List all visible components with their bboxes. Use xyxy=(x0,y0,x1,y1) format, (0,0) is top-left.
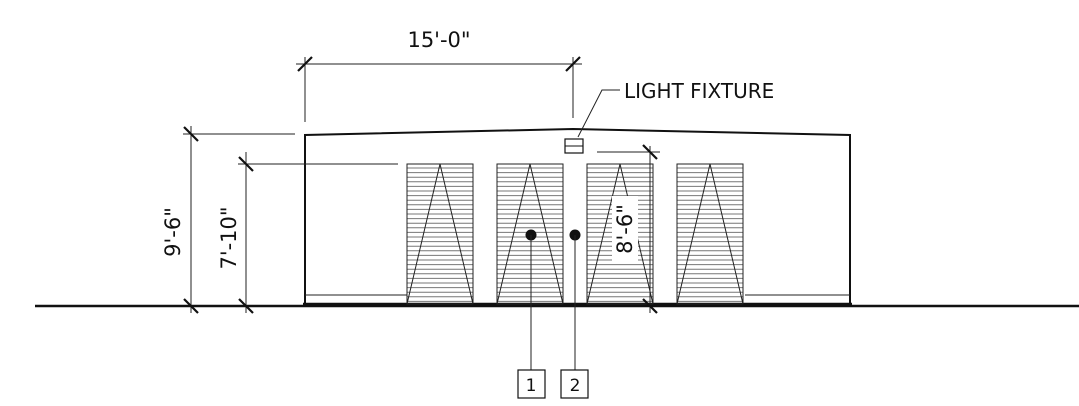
light-fixture-label: LIGHT FIXTURE xyxy=(624,79,774,103)
dimension-door-height xyxy=(238,152,398,314)
light-fixture-icon xyxy=(564,138,584,154)
door-tag-1 xyxy=(517,229,546,399)
door-panel-2 xyxy=(496,163,564,305)
dimension-door-height-label: 7'-10" xyxy=(217,206,241,269)
dimension-clear-height-mask xyxy=(612,196,638,262)
dimension-clear-height-label: 8'-6" xyxy=(613,204,637,254)
door-panel-1 xyxy=(406,163,474,305)
dimension-height xyxy=(183,126,295,314)
door-tag-2-label: 2 xyxy=(570,376,581,396)
dimension-height-label: 9'-6" xyxy=(161,207,185,257)
door-tag-1-label: 1 xyxy=(526,376,537,396)
dimension-clear-height xyxy=(597,144,660,314)
dimension-width-label: 15'-0" xyxy=(407,28,470,52)
light-fixture-leader xyxy=(577,89,620,138)
dimension-width xyxy=(296,56,582,122)
door-tag-2 xyxy=(560,229,589,399)
building-outline xyxy=(303,127,852,306)
door-panel-4 xyxy=(676,163,744,305)
